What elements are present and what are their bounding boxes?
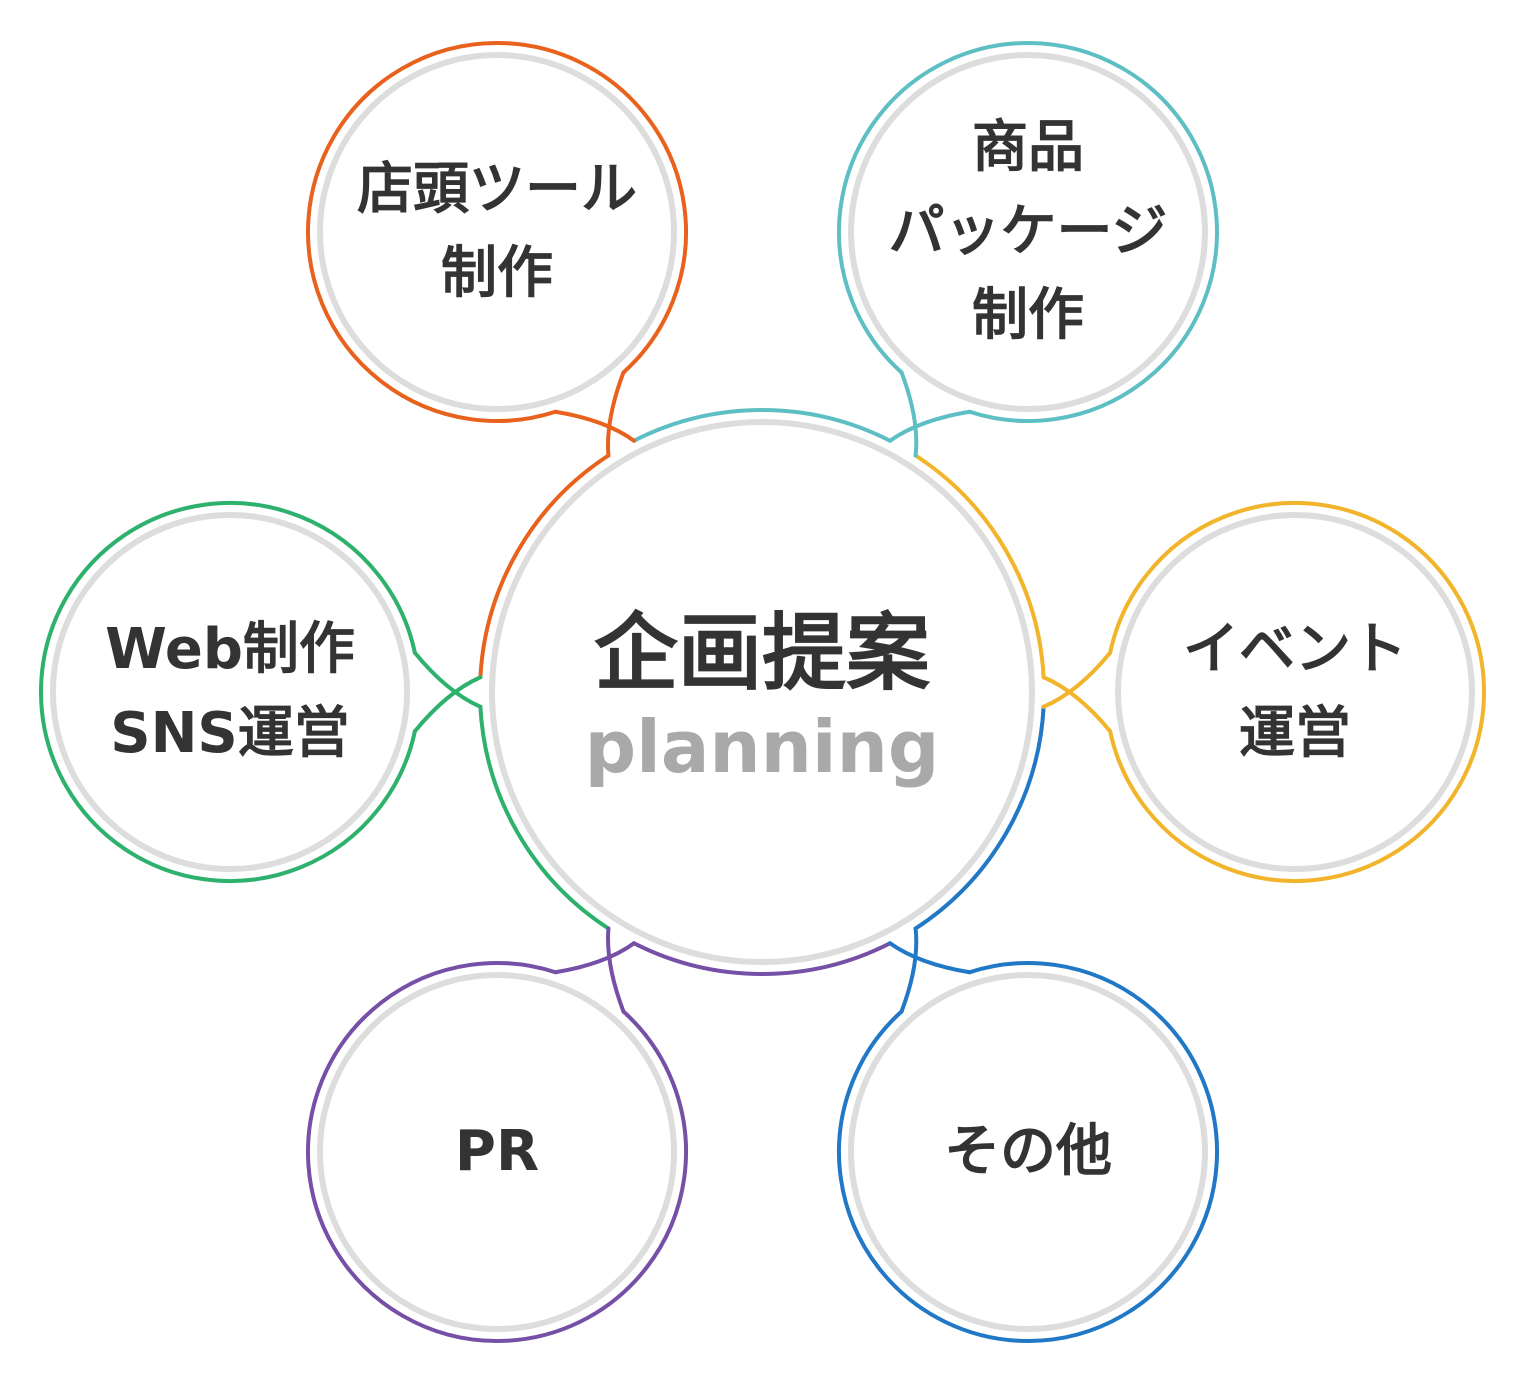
node-label-line: イベント [1183, 617, 1407, 682]
node-label-line: パッケージ [889, 199, 1168, 264]
node-event [1041, 501, 1486, 883]
center-title: 企画提案 [594, 604, 931, 702]
node-connector [888, 926, 972, 1014]
node-outer-ring [837, 961, 1219, 1343]
node-inner-ring [317, 52, 677, 412]
center-ring-segment [478, 704, 611, 931]
node-web-sns [39, 501, 483, 883]
node-inner-ring [317, 972, 677, 1332]
node-label-line: 制作 [441, 241, 553, 306]
node-label-line: Web制作 [105, 617, 355, 682]
node-inner-ring [50, 512, 410, 872]
node-outer-ring [1108, 501, 1486, 883]
node-outer-ring [837, 41, 1219, 423]
center-ring-segment [913, 453, 1046, 680]
node-other [837, 926, 1219, 1343]
node-outer-ring [306, 961, 688, 1343]
node-outer-ring [306, 41, 688, 423]
node-outer-ring [39, 501, 417, 883]
center-inner-ring [489, 419, 1035, 965]
node-connector [1041, 650, 1113, 734]
node-label-line: 制作 [972, 283, 1084, 348]
center-subtitle: planning [585, 705, 940, 789]
node-label-line: 運営 [1239, 701, 1351, 766]
center-ring-segment [631, 408, 893, 443]
node-label-line: その他 [944, 1119, 1112, 1184]
center-ring-segment [631, 941, 893, 976]
node-label-line: 店頭ツール [357, 157, 637, 222]
node-package [837, 41, 1219, 458]
center-ring-segment [478, 453, 611, 680]
node-pr [306, 926, 688, 1343]
node-label-line: 商品 [972, 115, 1084, 180]
center-ring-segment [913, 704, 1046, 931]
node-inner-ring [848, 972, 1208, 1332]
node-inner-ring [1115, 512, 1475, 872]
node-inner-ring [848, 52, 1208, 412]
node-label-line: SNS運営 [110, 701, 350, 766]
center-node: 企画提案 planning [585, 604, 940, 789]
node-connector [553, 370, 636, 458]
node-connector [412, 650, 483, 734]
node-label-line: PR [455, 1119, 539, 1184]
node-connector [888, 370, 972, 458]
node-connector [553, 926, 636, 1014]
node-store-tools [306, 41, 688, 458]
